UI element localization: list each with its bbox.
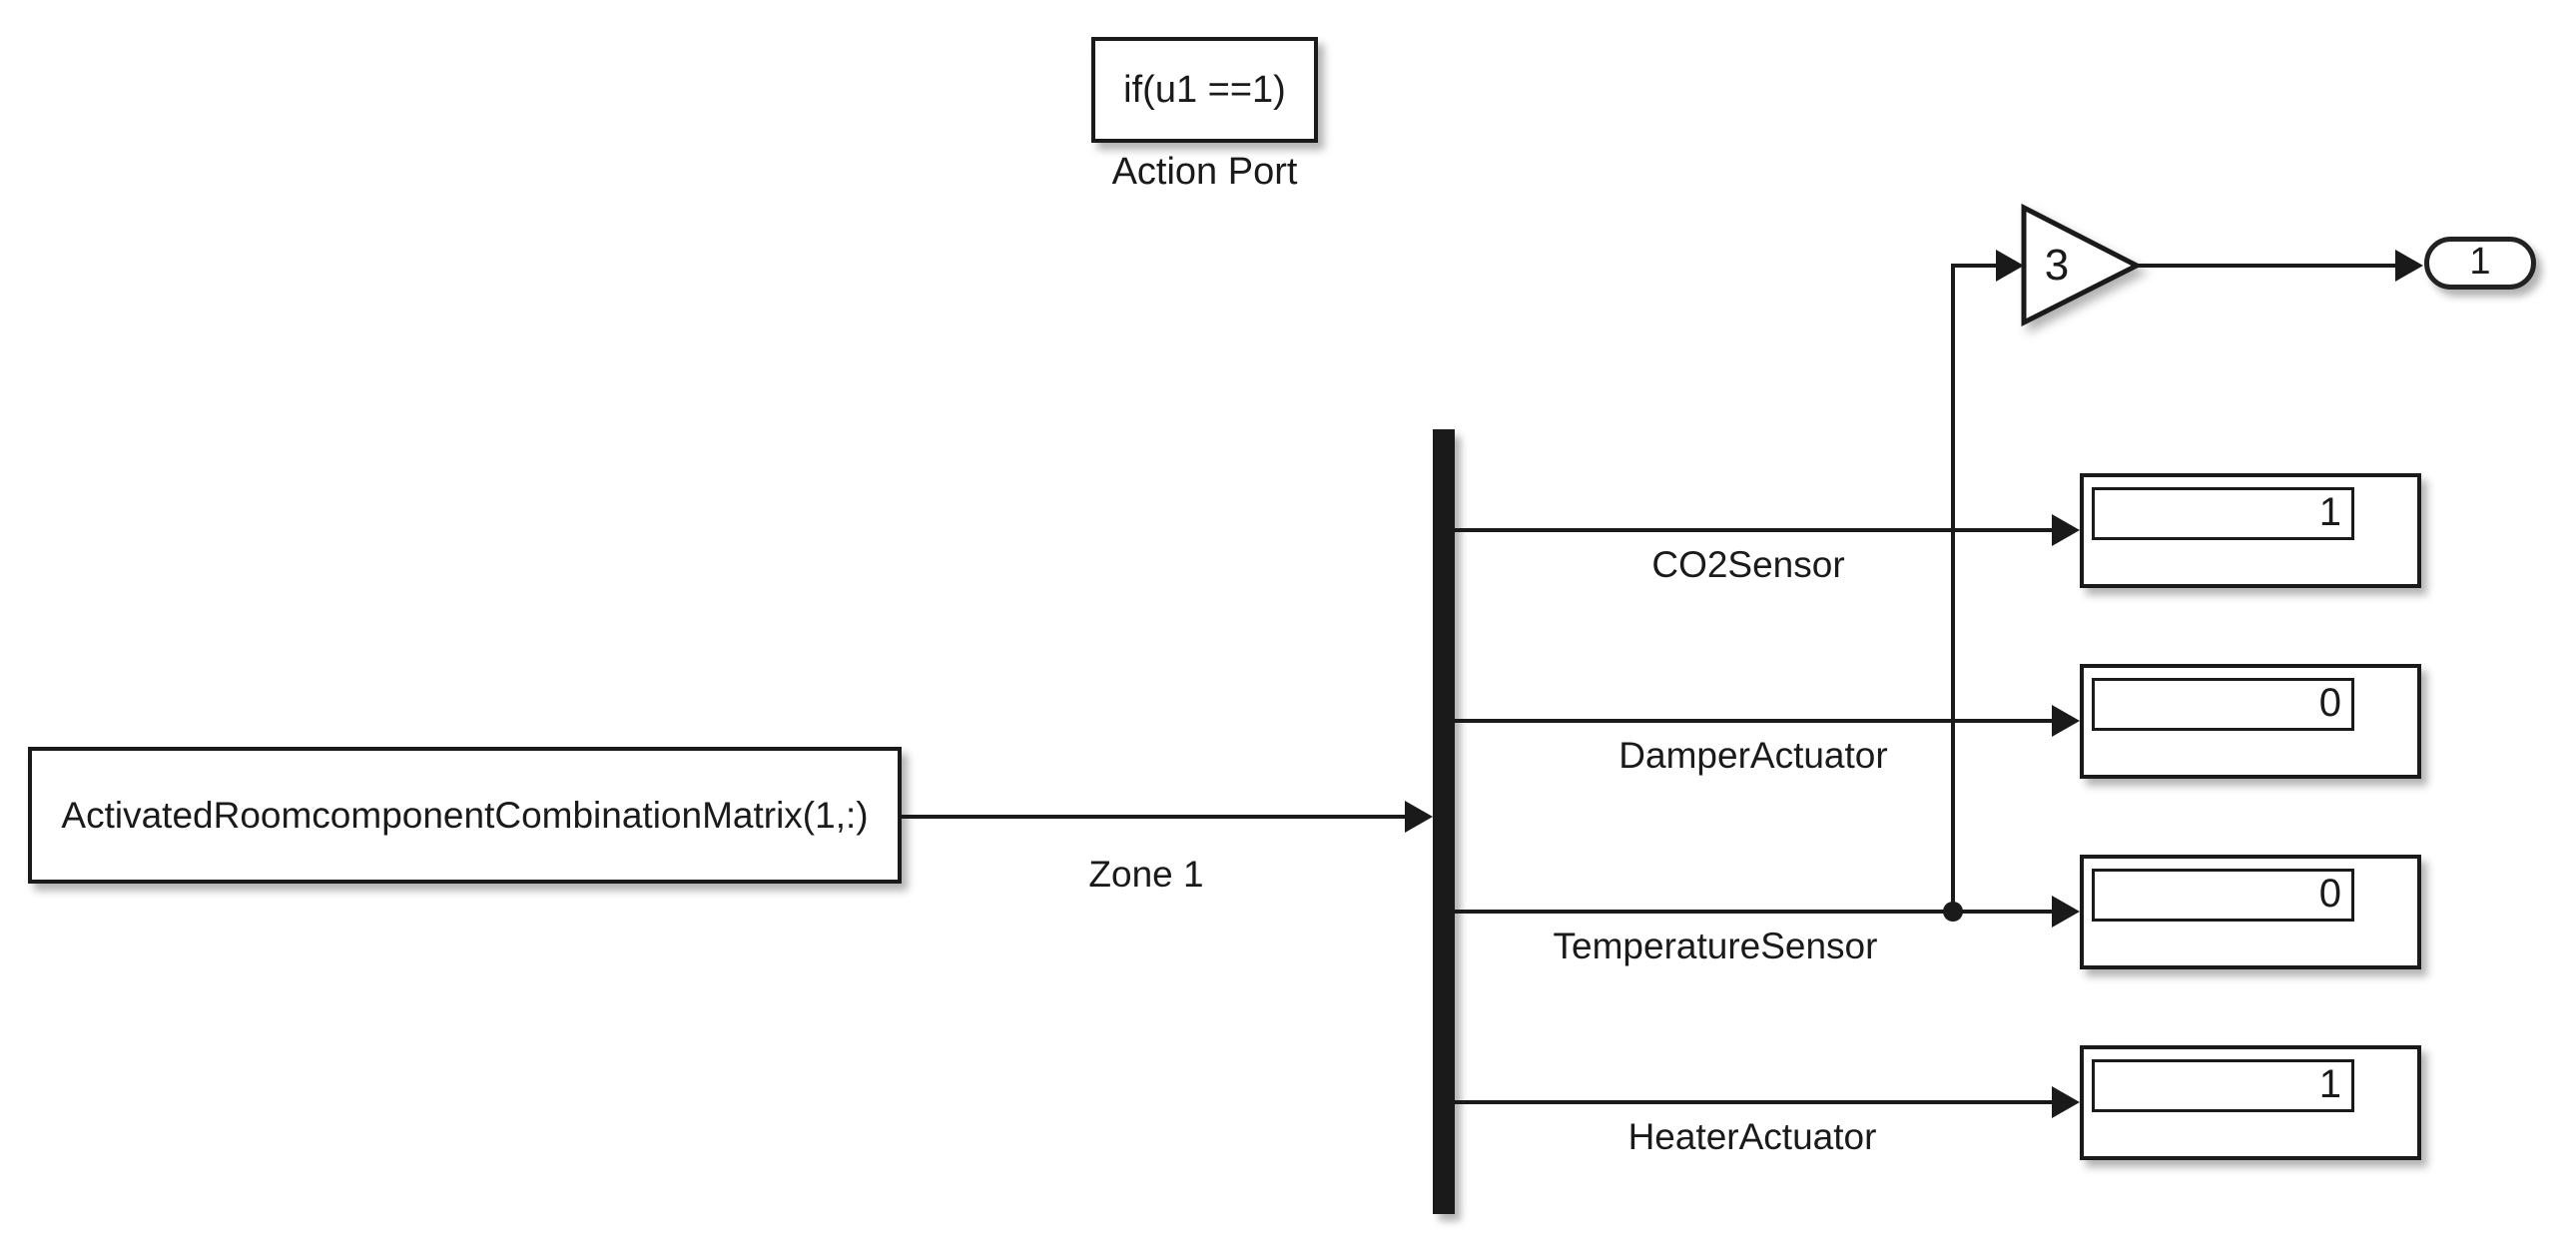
- wire-gain-to-outport[interactable]: [2137, 264, 2395, 268]
- branch-point-dot: [1943, 902, 1963, 922]
- arrowhead-icon: [1996, 250, 2024, 282]
- demux-block[interactable]: [1433, 429, 1455, 1214]
- display-field: 1: [2092, 487, 2354, 540]
- outport-number: 1: [2469, 241, 2491, 283]
- signal-label-zone1[interactable]: Zone 1: [1088, 854, 1204, 895]
- wire-co2sensor[interactable]: [1455, 528, 2052, 532]
- signal-label-heateractuator[interactable]: HeaterActuator: [1627, 1116, 1877, 1157]
- signal-label-damperactuator[interactable]: DamperActuator: [1618, 735, 1888, 776]
- signal-label-co2sensor[interactable]: CO2Sensor: [1651, 544, 1845, 585]
- arrowhead-icon: [1405, 801, 1433, 833]
- arrowhead-icon: [2052, 514, 2080, 546]
- arrowhead-icon: [2052, 1086, 2080, 1118]
- display-value: 0: [2318, 681, 2341, 725]
- source-block[interactable]: ActivatedRoomcomponentCombinationMatrix(…: [28, 747, 902, 884]
- gain-triangle-shape: [2021, 203, 2143, 327]
- display-value: 0: [2318, 872, 2341, 916]
- outport-block[interactable]: 1: [2424, 237, 2536, 290]
- signal-label-temperaturesensor[interactable]: TemperatureSensor: [1553, 926, 1878, 966]
- display-block-heateractuator[interactable]: 1: [2080, 1045, 2421, 1160]
- wire-zone1[interactable]: [902, 815, 1405, 819]
- wire-heateractuator[interactable]: [1455, 1100, 2052, 1104]
- display-field: 1: [2092, 1059, 2354, 1112]
- wire-gain-input[interactable]: [1951, 264, 1996, 268]
- gain-block[interactable]: [2017, 200, 2145, 327]
- display-block-co2sensor[interactable]: 1: [2080, 473, 2421, 588]
- display-field: 0: [2092, 869, 2354, 922]
- display-value: 1: [2318, 1062, 2341, 1106]
- display-block-temperaturesensor[interactable]: 0: [2080, 855, 2421, 969]
- action-port-label[interactable]: Action Port: [1111, 151, 1298, 193]
- arrowhead-icon: [2052, 896, 2080, 928]
- wire-temperaturesensor[interactable]: [1455, 910, 2052, 914]
- display-block-damperactuator[interactable]: 0: [2080, 664, 2421, 779]
- arrowhead-icon: [2052, 705, 2080, 737]
- source-expression: ActivatedRoomcomponentCombinationMatrix(…: [61, 794, 869, 836]
- action-port-block[interactable]: if(u1 ==1): [1091, 37, 1318, 143]
- display-value: 1: [2318, 490, 2341, 534]
- display-field: 0: [2092, 678, 2354, 731]
- action-port-expression: if(u1 ==1): [1123, 68, 1286, 111]
- gain-value: 3: [2044, 241, 2070, 290]
- arrowhead-icon: [2395, 250, 2423, 282]
- wire-damperactuator[interactable]: [1455, 719, 2052, 723]
- branch-wire-vertical[interactable]: [1951, 266, 1955, 912]
